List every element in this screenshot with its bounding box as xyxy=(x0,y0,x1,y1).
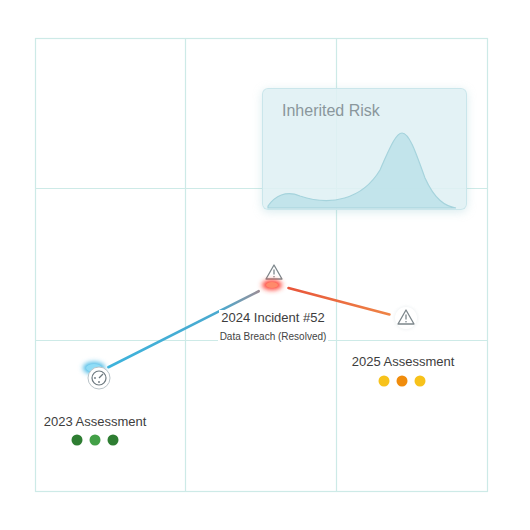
gauge-icon xyxy=(83,362,110,389)
status-dots xyxy=(379,376,426,387)
warning-icon xyxy=(262,261,286,290)
bell-curve xyxy=(268,133,456,208)
warning-icon xyxy=(394,306,418,330)
node-title: 2025 Assessment xyxy=(350,354,457,370)
status-dots xyxy=(72,435,119,446)
grid-lines xyxy=(36,39,488,492)
node-title: 2023 Assessment xyxy=(42,414,149,430)
timeline-node: 2025 Assessment xyxy=(350,306,457,370)
timeline-node: 2023 Assessment xyxy=(42,362,149,430)
node-title: Inherited Risk xyxy=(282,101,466,121)
timeline-node: 2024 Incident #52Data Breach (Resolved) xyxy=(218,262,329,344)
risk-panel: Inherited Risk xyxy=(262,88,467,210)
node-subtitle: Data Breach (Resolved) xyxy=(218,330,329,344)
node-title: 2024 Incident #52 xyxy=(219,310,326,326)
